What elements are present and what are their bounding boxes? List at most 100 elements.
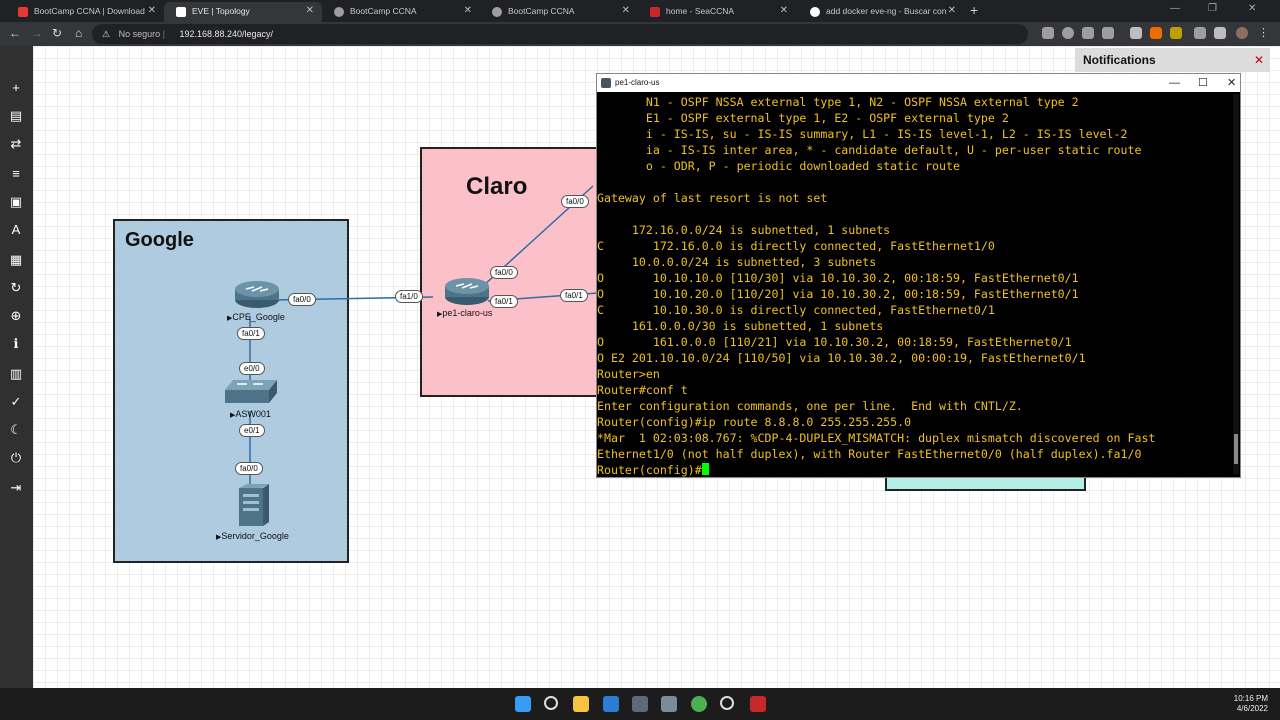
minimize-icon[interactable]: — [1170, 3, 1180, 14]
terminal-line: ia - IS-IS inter area, * - candidate def… [597, 143, 1142, 157]
node-label-asw001[interactable]: ASW001 [230, 409, 271, 419]
forward-arrow-icon[interactable]: → [31, 26, 43, 40]
zoom-icon[interactable] [1062, 27, 1074, 39]
grid-icon[interactable]: ▦ [9, 252, 23, 267]
add-object-icon[interactable]: + [12, 80, 20, 95]
home-icon[interactable]: ⌂ [75, 26, 83, 40]
snipping-tool-icon[interactable] [661, 696, 677, 712]
nodes-icon[interactable]: ▤ [9, 108, 23, 123]
minimize-icon[interactable]: — [1169, 77, 1180, 89]
search-icon[interactable] [544, 696, 558, 710]
terminal-cursor [701, 463, 709, 475]
claro-area-title: Claro [466, 173, 528, 200]
reload-icon[interactable]: ↻ [52, 26, 63, 40]
close-icon[interactable]: ✕ [1227, 77, 1237, 89]
address-bar[interactable]: ⚠ No seguro | 192.168.88.240/legacy/ [92, 24, 1028, 44]
interface-label: fa1/0 [395, 290, 423, 303]
startup-configs-icon[interactable]: ≡ [12, 166, 20, 181]
clock-date: 4/6/2022 [1236, 704, 1268, 713]
system-clock[interactable]: 10:16 PM 4/6/2022 [1234, 694, 1268, 714]
terminal-line: 10.0.0.0/24 is subnetted, 3 subnets [597, 255, 877, 269]
sidebar-icon[interactable] [1214, 27, 1226, 39]
router-icon[interactable] [444, 276, 490, 306]
scrollbar-thumb[interactable] [1234, 434, 1238, 464]
putty-icon[interactable] [632, 696, 648, 712]
chrome-icon[interactable] [691, 696, 707, 712]
windows-start-icon[interactable] [515, 696, 531, 712]
node-label-cpe-google[interactable]: CPE_Google [227, 312, 285, 322]
power-icon[interactable]: ⏻ [10, 450, 22, 465]
menu-kebab-icon[interactable]: ⋮ [1258, 27, 1269, 39]
tab-bootcamp-ccna-1[interactable]: BootCamp CCNA ✕ [322, 2, 480, 22]
terminal-window[interactable]: pe1-claro-us — ☐ ✕ N1 - OSPF NSSA extern… [596, 73, 1241, 478]
router-icon[interactable] [234, 279, 280, 309]
putty-icon [601, 78, 611, 88]
close-window-icon[interactable]: ✕ [1248, 3, 1257, 14]
pictures-icon[interactable]: ▣ [9, 194, 23, 209]
tab-google-search[interactable]: add docker eve-ng - Buscar con ✕ [798, 2, 964, 22]
browser-tab-strip: BootCamp CCNA | Download ✕ EVE | Topolog… [0, 0, 1280, 22]
google-area-box[interactable]: Google [113, 219, 349, 563]
interface-label: e0/0 [239, 362, 265, 375]
extension-icon[interactable] [1130, 27, 1142, 39]
restore-icon[interactable]: ❐ [1208, 3, 1217, 14]
avatar[interactable] [1236, 27, 1248, 39]
dark-mode-moon-icon[interactable]: ☾ [10, 422, 22, 437]
node-label-pe1-claro-us[interactable]: pe1-claro-us [437, 308, 492, 318]
settings-icon[interactable] [720, 696, 734, 710]
metamask-icon[interactable] [1150, 27, 1162, 39]
insecure-label: No seguro [118, 29, 161, 39]
networks-icon[interactable]: ⇄ [10, 136, 22, 151]
tab-bootcamp-download[interactable]: BootCamp CCNA | Download ✕ [6, 2, 164, 22]
interface-label: fa0/0 [490, 266, 518, 279]
tab-favicon-icon [18, 7, 28, 17]
text-icon[interactable]: A [11, 222, 21, 237]
logout-icon[interactable]: ⇥ [10, 480, 22, 495]
bookmark-star-icon[interactable] [1102, 27, 1114, 39]
tab-close-icon[interactable]: ✕ [947, 5, 956, 16]
extension-icon[interactable] [1170, 27, 1182, 39]
server-icon[interactable] [237, 482, 273, 528]
zoom-icon[interactable]: ⊕ [10, 308, 22, 323]
share-icon[interactable] [1082, 27, 1094, 39]
notifications-panel[interactable]: Notifications ✕ [1075, 48, 1270, 72]
terminal-line: O 10.10.20.0 [110/20] via 10.10.30.2, 00… [597, 287, 1079, 301]
recorder-icon[interactable] [750, 696, 766, 712]
google-area-title: Google [125, 229, 194, 251]
tab-close-icon[interactable]: ✕ [147, 5, 156, 16]
switch-icon[interactable] [223, 378, 279, 406]
notepad-icon[interactable] [603, 696, 619, 712]
terminal-output[interactable]: N1 - OSPF NSSA external type 1, N2 - OSP… [597, 94, 1240, 478]
key-icon[interactable] [1042, 27, 1054, 39]
tab-close-icon[interactable]: ✕ [779, 5, 788, 16]
node-label-servidor-google[interactable]: Servidor_Google [216, 531, 289, 541]
terminal-line: O 10.10.10.0 [110/30] via 10.10.30.2, 00… [597, 271, 1079, 285]
interface-label: fa0/0 [235, 462, 263, 475]
status-check-icon[interactable]: ✓ [10, 394, 22, 409]
info-icon[interactable]: ℹ [13, 336, 19, 351]
puzzle-icon[interactable] [1194, 27, 1206, 39]
tab-close-icon[interactable]: ✕ [463, 5, 472, 16]
interface-label: fa0/1 [560, 289, 588, 302]
terminal-line: 172.16.0.0/24 is subnetted, 1 subnets [597, 223, 891, 237]
tab-close-icon[interactable]: ✕ [621, 5, 630, 16]
refresh-icon[interactable]: ↻ [10, 280, 22, 295]
tab-close-icon[interactable]: ✕ [305, 5, 314, 16]
browser-toolbar: ← → ↻ ⌂ ⚠ No seguro | 192.168.88.240/leg… [0, 22, 1280, 46]
terminal-line: O 161.0.0.0 [110/21] via 10.10.30.2, 00:… [597, 335, 1072, 349]
warning-icon: ⚠ [102, 29, 111, 39]
lab-details-icon[interactable]: ▥ [9, 366, 23, 381]
tab-bootcamp-ccna-2[interactable]: BootCamp CCNA ✕ [480, 2, 638, 22]
back-arrow-icon[interactable]: ← [9, 26, 21, 40]
terminal-titlebar[interactable]: pe1-claro-us — ☐ ✕ [597, 74, 1240, 92]
terminal-line: N1 - OSPF NSSA external type 1, N2 - OSP… [597, 95, 1079, 109]
terminal-scrollbar[interactable] [1233, 94, 1239, 474]
terminal-line: E1 - OSPF external type 1, E2 - OSPF ext… [597, 111, 1009, 125]
terminal-line: Router#conf t [597, 383, 688, 397]
maximize-icon[interactable]: ☐ [1198, 77, 1208, 89]
file-explorer-icon[interactable] [573, 696, 589, 712]
tab-eve-topology[interactable]: EVE | Topology ✕ [164, 2, 322, 22]
tab-home-seaccna[interactable]: home - SeaCCNA ✕ [638, 2, 796, 22]
close-icon[interactable]: ✕ [1253, 53, 1264, 67]
new-tab-button[interactable]: + [970, 2, 979, 18]
